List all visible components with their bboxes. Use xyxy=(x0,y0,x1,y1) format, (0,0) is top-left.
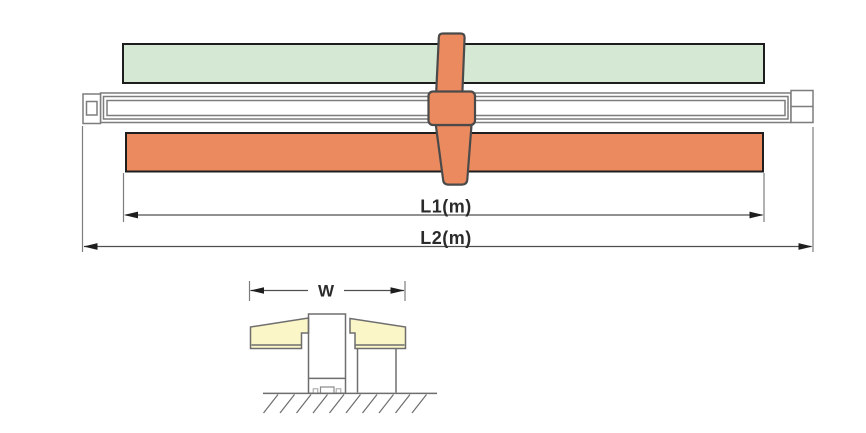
l2-label: L2(m) xyxy=(420,228,472,248)
l1-arrow-left xyxy=(124,211,138,219)
cross-section-view: W xyxy=(248,281,437,414)
dimension-l1: L1(m) xyxy=(122,173,765,222)
w-label: W xyxy=(318,282,335,301)
slider-bottom-arm xyxy=(434,123,473,186)
ground-hatching xyxy=(263,394,427,414)
column-foot-bolt-right xyxy=(335,388,342,394)
profile-center-column xyxy=(307,313,347,395)
slider-top-arm xyxy=(435,32,466,94)
column-foot-bolt-left xyxy=(312,388,319,394)
dimension-w: W xyxy=(248,281,406,301)
carriage-slider xyxy=(427,32,477,186)
dimension-l2: L2(m) xyxy=(81,126,814,252)
w-arrow-left xyxy=(250,287,264,294)
profile-left-wing xyxy=(249,317,310,350)
w-arrow-right xyxy=(390,287,405,294)
l2-arrow-left xyxy=(83,243,98,250)
profile-right-wing xyxy=(349,317,407,350)
rail-end-cap-left-hole xyxy=(85,100,98,116)
column-foot-block xyxy=(319,386,335,394)
slider-carriage-block xyxy=(427,90,477,127)
l2-arrow-right xyxy=(798,243,813,250)
l1-label: L1(m) xyxy=(420,197,472,217)
top-view: L1(m) L2(m) xyxy=(81,32,814,252)
l1-arrow-right xyxy=(749,211,764,219)
